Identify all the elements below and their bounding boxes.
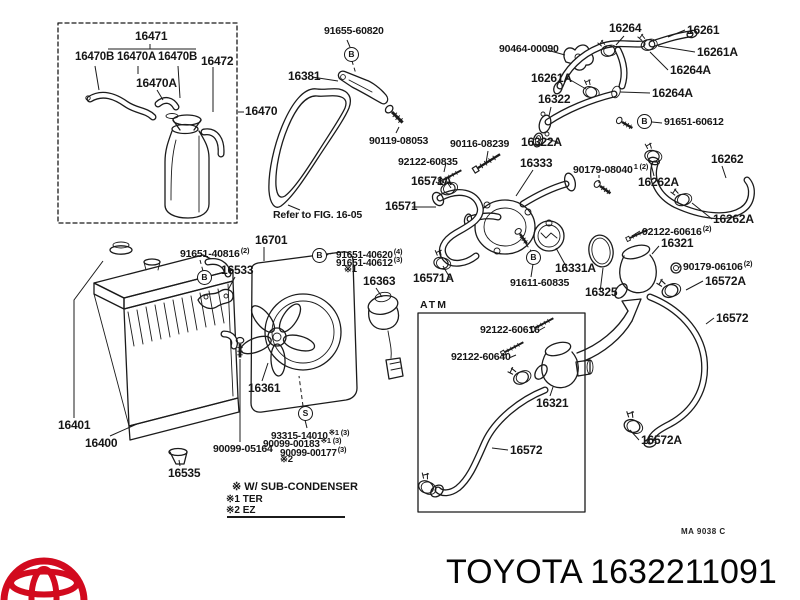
reservoir-tank-drawing (57, 22, 238, 224)
fastener-symbol-B: B (312, 248, 327, 263)
part-label-16572A: 16572A (641, 433, 682, 447)
part-label-90099-00183: 90099-00183※1 (3) (263, 436, 342, 450)
fastener-symbol-S: S (298, 406, 313, 421)
part-label-92122-60616: 92122-60616 (480, 324, 540, 336)
toyota-logo-icon (0, 557, 88, 600)
hose-16262-drawing (641, 141, 755, 220)
part-label-16261: 16261 (687, 23, 720, 37)
part-label-16361: 16361 (248, 381, 281, 395)
part-label-16381: 16381 (288, 69, 321, 83)
part-label-16470A: 16470A (117, 51, 157, 63)
part-label-92122-60640: 92122-60640 (451, 351, 511, 363)
part-label-1: ※1 (344, 264, 357, 275)
part-label-16264A: 16264A (652, 86, 693, 100)
radiator-drawing (93, 241, 246, 465)
heater-pipes-drawing (532, 29, 698, 148)
fastener-symbol-B: B (637, 114, 652, 129)
part-label-90116-08239: 90116-08239 (450, 138, 510, 150)
drawing-code: MA 9038 C (681, 527, 726, 536)
part-label-16470A: 16470A (136, 76, 177, 90)
legend-line-ez: ※2 EZ (226, 505, 256, 516)
footer-part-number: TOYOTA 1632211091 (446, 553, 777, 591)
fan-motor-drawing (367, 291, 404, 380)
part-label-16470: 16470 (245, 104, 278, 118)
part-label-92122-60835: 92122-60835 (398, 156, 458, 168)
part-label-16264: 16264 (609, 21, 642, 35)
part-label-16701: 16701 (255, 233, 288, 247)
fastener-symbol-B: B (526, 250, 541, 265)
drive-belt-drawing (268, 88, 352, 208)
part-label-90099-00177: 90099-00177(3) (280, 445, 347, 459)
part-label-16261A: 16261A (697, 45, 738, 59)
atm-box-drawing (414, 312, 594, 513)
hose-16571-drawing (430, 173, 484, 272)
part-label-16533: 16533 (221, 263, 254, 277)
part-label-90179-08040: 90179-080401 (2) (573, 162, 649, 176)
part-label-16333: 16333 (520, 156, 553, 170)
part-label-16322: 16322 (538, 92, 571, 106)
part-label-16262: 16262 (711, 152, 744, 166)
part-label-2: ※2 (280, 454, 293, 465)
part-label-16325: 16325 (585, 285, 618, 299)
part-label-16363: 16363 (363, 274, 396, 288)
fastener-symbol-B: B (197, 270, 212, 285)
arrow-drawing (576, 298, 642, 362)
part-label-16321: 16321 (661, 236, 694, 250)
part-label-91611-60835: 91611-60835 (510, 277, 570, 289)
part-label-91655-60820: 91655-60820 (324, 25, 384, 37)
part-label-91651-40612: 91651-40612(3) (336, 255, 403, 269)
part-label-16572: 16572 (510, 443, 543, 457)
part-label-93315-14010: 93315-14010※1 (3) (271, 428, 350, 442)
leader-lines (73, 29, 727, 467)
part-label-16331A: 16331A (555, 261, 596, 275)
part-label-16571A: 16571A (413, 271, 454, 285)
part-label-16322A: 16322A (521, 135, 562, 149)
part-label-16572A: 16572A (705, 274, 746, 288)
part-label-90099-05164: 90099-05164 (213, 443, 273, 455)
part-label-16262A: 16262A (638, 175, 679, 189)
water-outlet-drawing (614, 226, 709, 448)
part-label-16261A: 16261A (531, 71, 572, 85)
belt-adjust-bar-drawing (337, 60, 408, 128)
part-label-16401: 16401 (58, 418, 91, 432)
part-label-16571A: 16571A (411, 174, 452, 188)
part-label-16321: 16321 (536, 396, 569, 410)
part-label-16262A: 16262A (713, 212, 754, 226)
bracket-drawing (197, 259, 234, 310)
part-label-16470B: 16470B (158, 51, 198, 63)
part-label-16572: 16572 (716, 311, 749, 325)
legend-line-sub-condenser: ※ W/ SUB-CONDENSER (232, 481, 358, 493)
part-label-91651-40816: 91651-40816(2) (180, 246, 250, 260)
thermostat-drawing (533, 219, 614, 268)
fastener-symbol-B: B (344, 47, 359, 62)
part-label-92122-60616: 92122-60616(2) (642, 224, 712, 238)
part-label-90179-06106: 90179-06106(2) (683, 259, 753, 273)
part-label-16472: 16472 (201, 54, 234, 68)
part-label-90119-08053: 90119-08053 (369, 135, 429, 147)
atm-label: ATM (420, 299, 448, 311)
legend-rule (227, 516, 345, 518)
fan-drawing (240, 303, 316, 407)
refer-note: Refer to FIG. 16-05 (273, 209, 362, 221)
part-label-90464-00090: 90464-00090 (499, 43, 559, 55)
legend-line-ter: ※1 TER (226, 494, 263, 505)
part-label-91651-40620: 91651-40620(4) (336, 247, 403, 261)
part-label-16471: 16471 (135, 29, 168, 43)
part-label-16470B: 16470B (75, 51, 115, 63)
part-label-16535: 16535 (168, 466, 201, 480)
part-label-16400: 16400 (85, 436, 118, 450)
part-label-91651-60612: 91651-60612 (664, 116, 724, 128)
part-label-16264A: 16264A (670, 63, 711, 77)
part-label-16571: 16571 (385, 199, 418, 213)
